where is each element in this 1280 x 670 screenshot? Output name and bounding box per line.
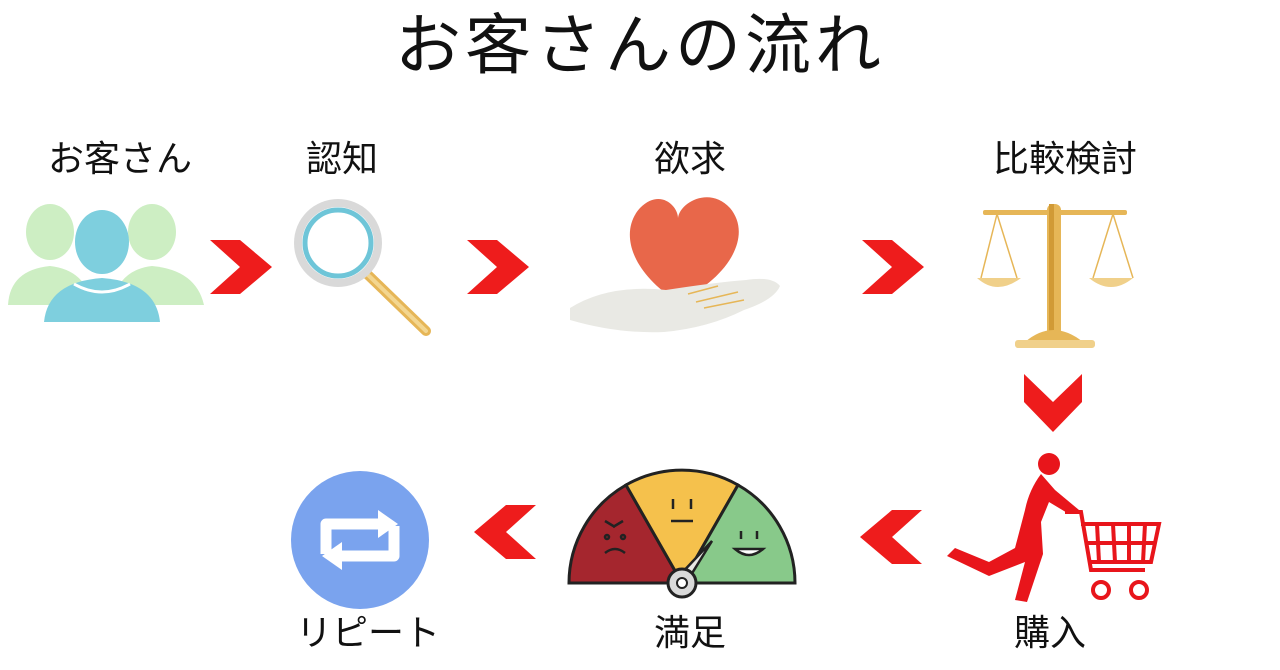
step-label-comparison: 比較検討	[992, 139, 1137, 180]
step-label-repeat: リピート	[295, 613, 440, 654]
arrow-right-2	[467, 240, 529, 294]
shopping-cart-runner-icon	[947, 453, 1162, 602]
step-label-customer: お客さん	[47, 139, 192, 180]
satisfaction-gauge-icon	[567, 468, 797, 599]
step-label-awareness: 認知	[305, 139, 378, 180]
diagram-title: お客さんの流れ	[395, 7, 885, 84]
repeat-icon	[291, 471, 429, 609]
step-label-purchase: 購入	[1013, 613, 1086, 654]
step-label-desire: 欲求	[653, 139, 726, 180]
balance-scale-icon	[977, 204, 1134, 348]
magnifier-icon	[294, 199, 431, 336]
step-label-satisfaction: 満足	[653, 613, 726, 654]
arrow-left-2	[474, 505, 536, 559]
arrow-right-3	[862, 240, 924, 294]
arrow-left-1	[860, 510, 922, 564]
arrow-down	[1024, 374, 1082, 432]
arrow-right-1	[210, 240, 272, 294]
heart-in-hand-icon	[570, 197, 780, 333]
people-icon	[8, 204, 204, 322]
